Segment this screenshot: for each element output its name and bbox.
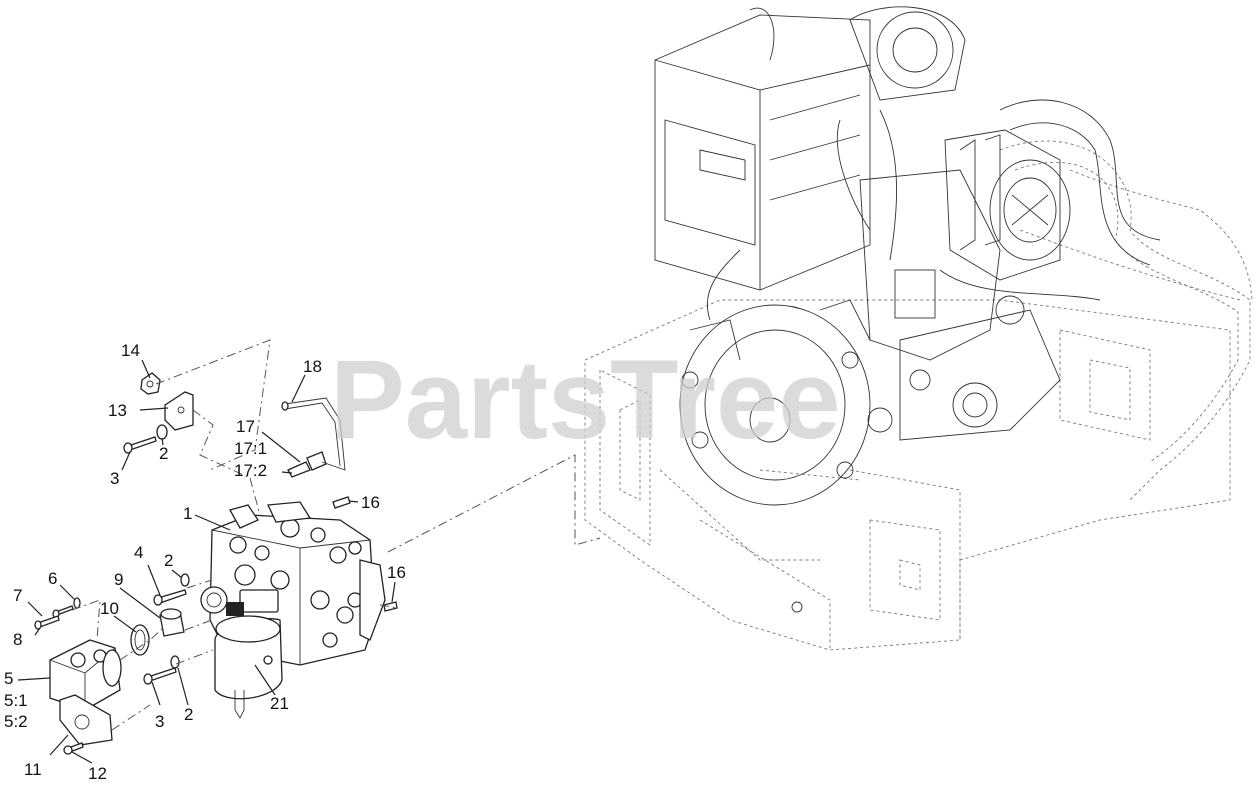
- callout-14[interactable]: 14: [121, 341, 140, 360]
- callout-3-top[interactable]: 3: [110, 469, 119, 488]
- callout-10[interactable]: 10: [100, 599, 119, 618]
- callout-6[interactable]: 6: [48, 569, 57, 588]
- callout-18[interactable]: 18: [303, 357, 322, 376]
- callout-11[interactable]: 11: [24, 760, 42, 779]
- partstree-watermark: PartsTree: [330, 337, 841, 462]
- callout-9[interactable]: 9: [114, 570, 123, 589]
- callout-2-top[interactable]: 2: [159, 444, 168, 463]
- callout-17[interactable]: 17: [236, 417, 255, 436]
- callout-7[interactable]: 7: [13, 586, 22, 605]
- callout-3-bottom[interactable]: 3: [155, 712, 164, 731]
- callout-21[interactable]: 21: [270, 694, 289, 713]
- callout-16-top[interactable]: 16: [361, 493, 380, 512]
- callout-5[interactable]: 5: [4, 669, 13, 688]
- hydraulic-pump-assembly: [34, 372, 398, 755]
- callout-13[interactable]: 13: [108, 401, 127, 420]
- alignment-lines: [71, 339, 601, 731]
- callout-4[interactable]: 4: [134, 543, 143, 562]
- callout-8[interactable]: 8: [13, 630, 22, 649]
- callout-2-mid[interactable]: 2: [164, 551, 173, 570]
- callout-12[interactable]: 12: [88, 764, 107, 783]
- leader-lines: [17, 359, 396, 764]
- callout-17-1[interactable]: 17:1: [234, 439, 267, 458]
- callout-2-bottom[interactable]: 2: [184, 705, 193, 724]
- callout-labels: 14 13 3 2 18 17 17:1 17:2 16 1 4 2 16 6 …: [4, 341, 406, 783]
- callout-1[interactable]: 1: [183, 504, 192, 523]
- callout-5-1[interactable]: 5:1: [4, 691, 28, 710]
- callout-5-2[interactable]: 5:2: [4, 712, 28, 731]
- callout-16-right[interactable]: 16: [387, 563, 406, 582]
- engine-frame-assembly: [584, 6, 1253, 651]
- callout-17-2[interactable]: 17:2: [234, 461, 267, 480]
